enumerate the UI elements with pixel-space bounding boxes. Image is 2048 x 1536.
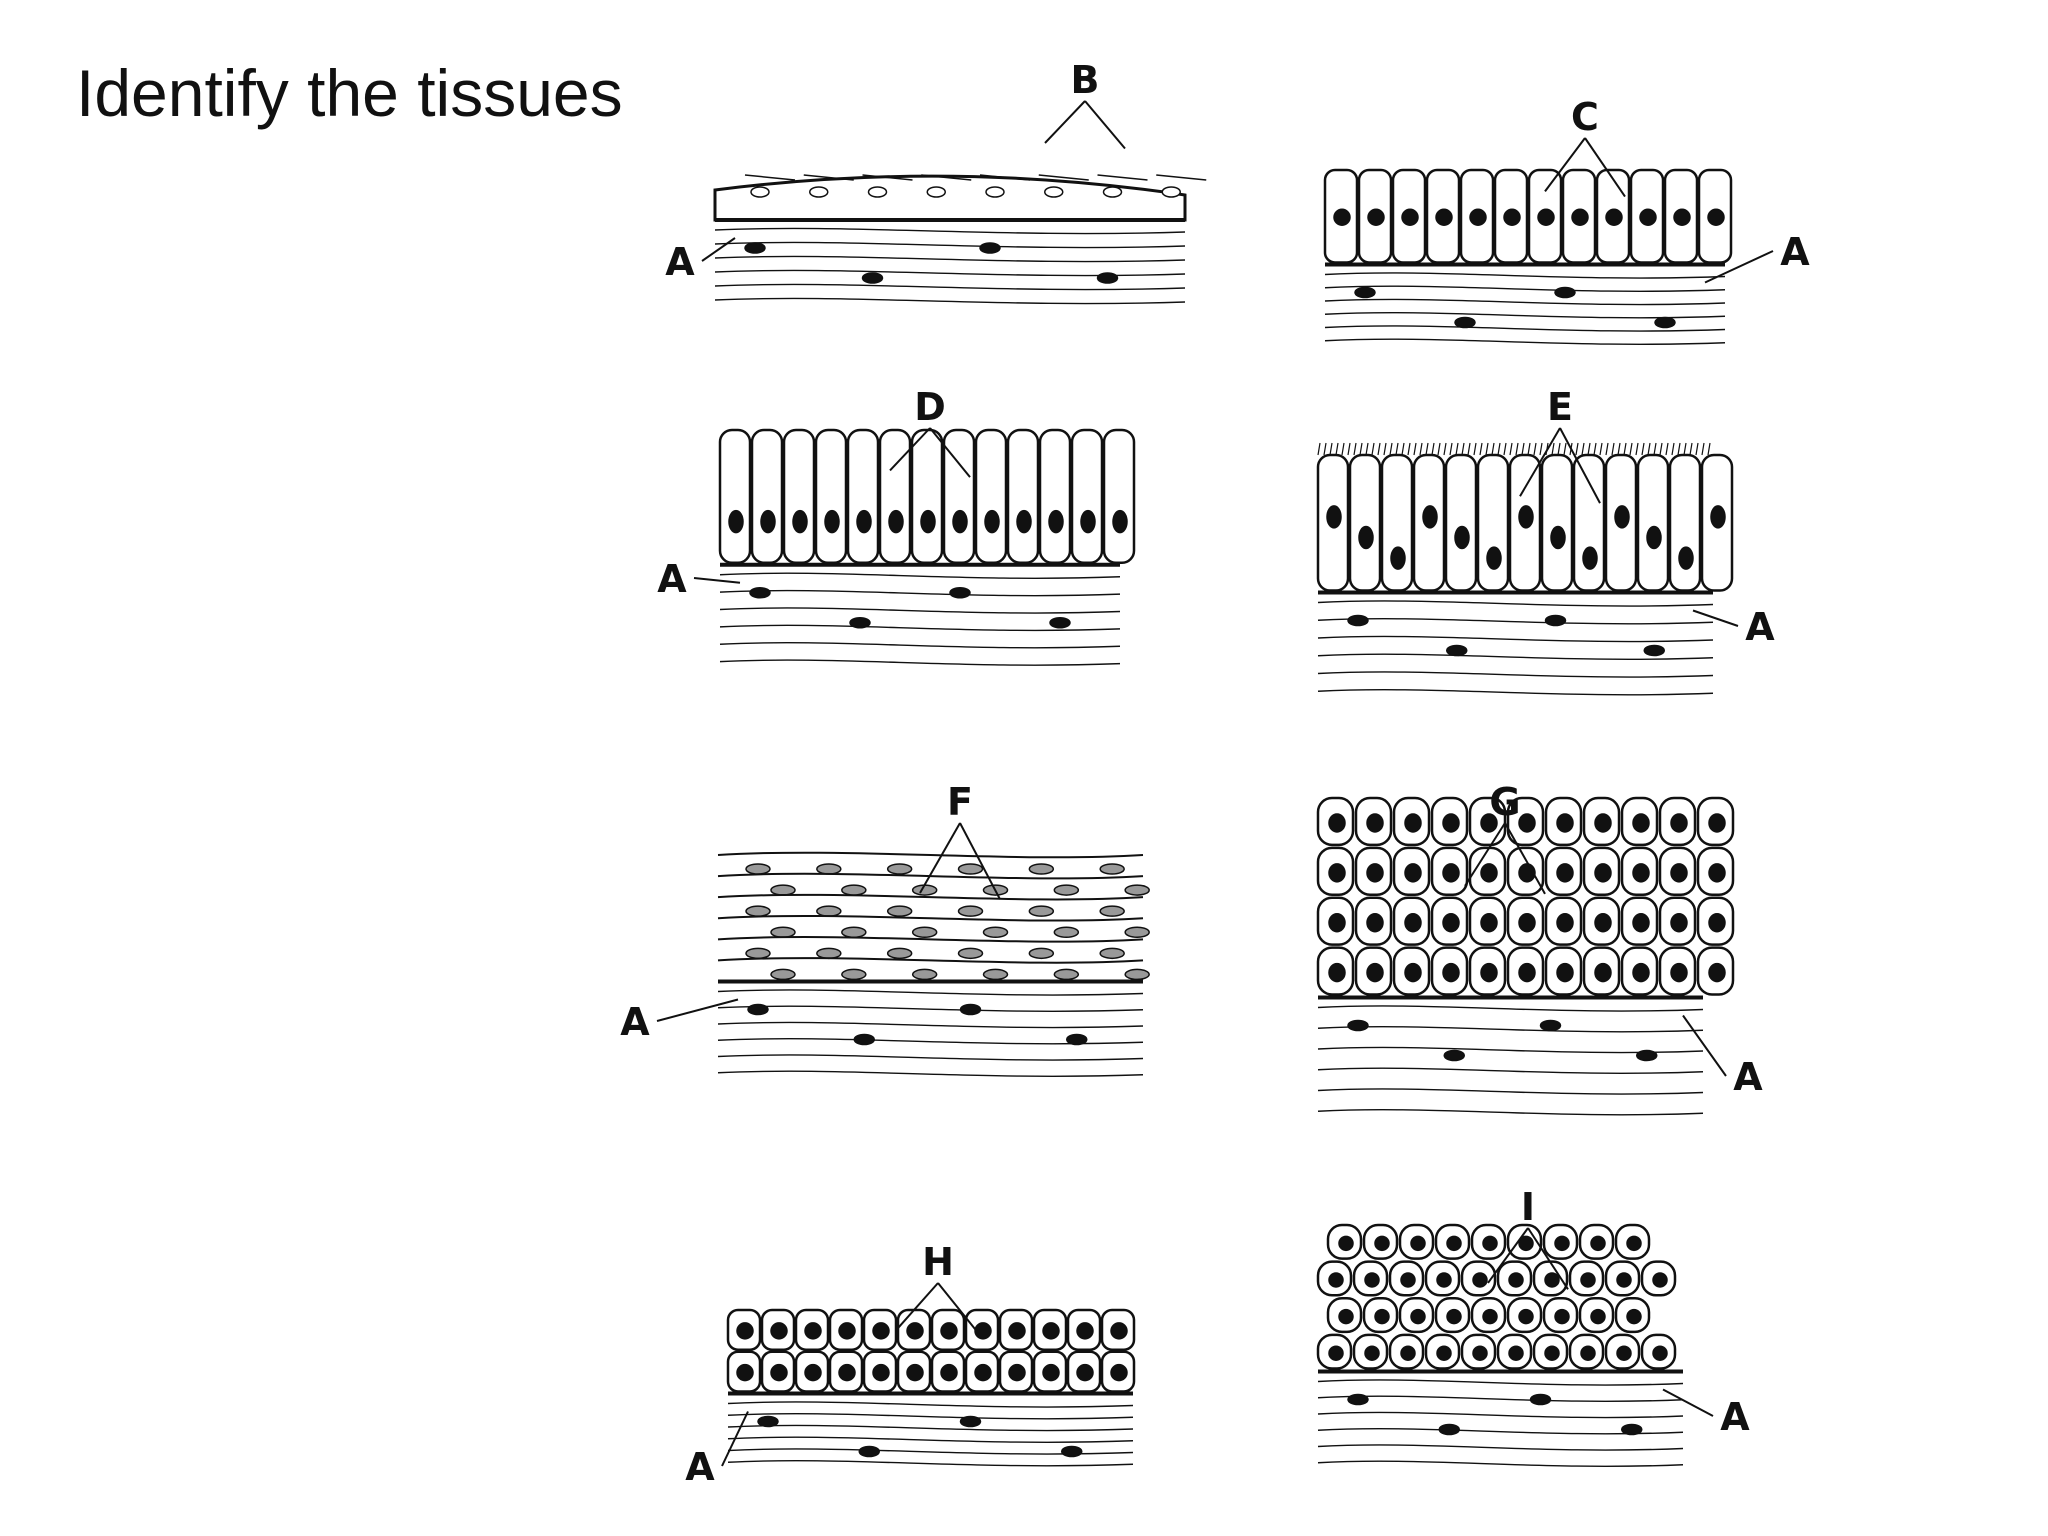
tissue-panel-f: FA: [620, 780, 1150, 1077]
label-a-c: A: [1780, 230, 1810, 274]
label-f: F: [947, 780, 973, 824]
label-a-b: A: [665, 240, 695, 284]
label-a-i: A: [1720, 1395, 1750, 1439]
tissue-panel-g: GA: [1316, 780, 1763, 1116]
tissue-panel-e: EA: [1316, 385, 1775, 696]
label-h: H: [922, 1240, 954, 1284]
label-i: I: [1521, 1185, 1535, 1229]
label-a-e: A: [1745, 605, 1775, 649]
tissue-panel-i: IA: [1316, 1185, 1750, 1467]
tissue-panel-d: DA: [657, 385, 1136, 666]
tissue-panel-c: CA: [1323, 95, 1810, 345]
label-a-d: A: [657, 557, 687, 601]
label-b: B: [1071, 58, 1100, 102]
label-a-f: A: [620, 1000, 650, 1044]
label-e: E: [1547, 385, 1573, 429]
label-g: G: [1489, 780, 1520, 824]
label-a-h: A: [685, 1445, 715, 1489]
label-d: D: [914, 385, 946, 429]
label-c: C: [1571, 95, 1599, 139]
page-title: Identify the tissues: [76, 56, 623, 130]
tissue-panel-h: HA: [685, 1240, 1136, 1489]
label-a-g: A: [1733, 1055, 1763, 1099]
tissue-panel-b: BA: [665, 58, 1207, 305]
